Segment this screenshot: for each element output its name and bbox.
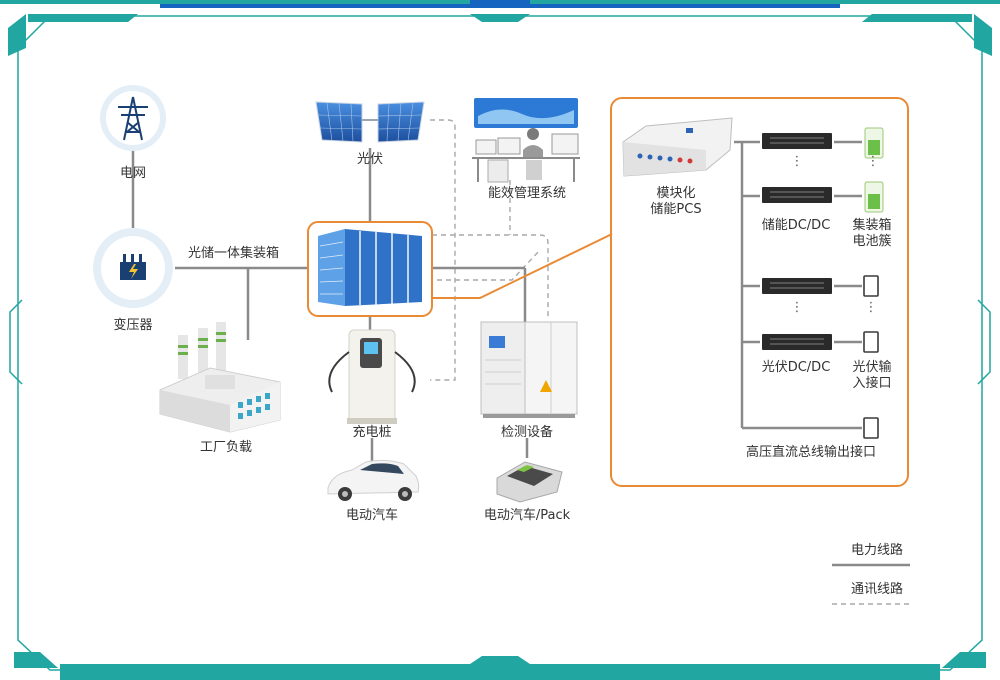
pcs-label-line2: 储能PCS [650, 202, 702, 217]
pv-panel-icon [315, 101, 425, 143]
detail-callout-line [432, 233, 613, 299]
battery-cluster-ellipsis: ⋮ [866, 154, 880, 169]
charging-pile-icon [328, 329, 416, 424]
ev-car-icon [327, 459, 420, 501]
grid-tower-icon [100, 85, 166, 151]
legend-power-line-label: 电力线路 [851, 543, 904, 558]
hv-bus-label: 高压直流总线输出接口 [746, 445, 877, 460]
pv-input-label-line2: 入接口 [852, 376, 892, 391]
factory-icon [159, 322, 281, 433]
charging-pile-label: 充电桩 [352, 425, 392, 440]
test-equipment-icon [480, 321, 578, 418]
pv-dcdc-rack [762, 278, 832, 350]
battery-cluster-label-line1: 集装箱 [852, 218, 892, 233]
detail-panel [610, 97, 909, 487]
ems-workstation-icon [472, 98, 580, 183]
hv-bus-interface-icon [863, 417, 879, 439]
transformer-label: 变压器 [113, 318, 153, 333]
comm-lines [410, 119, 910, 605]
pv-label: 光伏 [356, 152, 384, 167]
pv-input-ellipsis: ⋮ [864, 300, 878, 315]
ev-pack-label: 电动汽车/Pack [483, 508, 571, 523]
pcs-label-line1: 模块化 [656, 186, 696, 201]
storage-dcdc-rack [762, 133, 832, 203]
ems-label: 能效管理系统 [487, 186, 567, 201]
storage-container-icon [307, 221, 433, 317]
factory-load-label: 工厂负载 [199, 440, 253, 455]
pcs-module-icon [622, 117, 733, 177]
pv-dcdc-ellipsis: ⋮ [790, 300, 804, 315]
power-lines [131, 140, 910, 567]
pv-dcdc-label: 光伏DC/DC [761, 360, 831, 375]
storage-dcdc-label: 储能DC/DC [761, 218, 831, 233]
battery-cluster-label-line2: 电池簇 [852, 234, 892, 249]
grid-label: 电网 [119, 166, 147, 181]
ev-label: 电动汽车 [345, 508, 399, 523]
ev-pack-icon [496, 461, 563, 503]
pv-input-label-line1: 光伏输 [852, 360, 892, 375]
pv-input-interface-icon [863, 275, 879, 353]
legend-comm-line-label: 通讯线路 [851, 582, 904, 597]
transformer-icon [93, 228, 173, 308]
test-equipment-label: 检测设备 [500, 425, 554, 440]
storage-container-label: 光储一体集装箱 [188, 246, 280, 261]
storage-dcdc-ellipsis: ⋮ [790, 154, 804, 169]
battery-cluster-icon [864, 127, 884, 213]
